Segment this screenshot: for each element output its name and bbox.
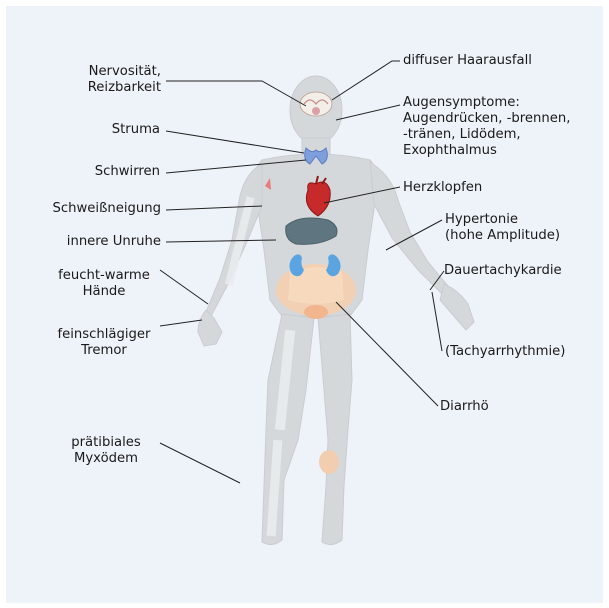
line-haarausfall — [332, 61, 400, 100]
line-augen — [336, 105, 400, 120]
label-feucht-warme-haende: feucht-warme Hände — [46, 268, 162, 300]
line-nervositaet — [166, 81, 306, 106]
line-haende — [160, 270, 208, 304]
label-nervositaet: Nervosität, Reizbarkeit — [88, 64, 161, 96]
label-diarrhoe: Diarrhö — [440, 399, 489, 415]
label-herzklopfen: Herzklopfen — [403, 180, 482, 196]
knee-patch — [319, 450, 339, 474]
label-augensymptome: Augensymptome: Augendrücken, -brennen, -… — [403, 95, 570, 159]
label-hypertonie: Hypertonie (hohe Amplitude) — [445, 212, 560, 244]
right-hand-shape — [198, 310, 222, 346]
line-tremor — [160, 320, 202, 326]
line-myxoedem — [160, 443, 240, 483]
bladder — [304, 305, 328, 319]
label-diffuser-haarausfall: diffuser Haarausfall — [403, 53, 532, 69]
line-unruhe — [166, 240, 276, 242]
left-leg-shape — [318, 314, 352, 545]
label-tachyarrhythmie: (Tachyarrhythmie) — [445, 344, 565, 360]
left-hand-shape — [440, 284, 474, 330]
brainstem — [312, 107, 320, 115]
line-struma — [166, 131, 304, 153]
label-feinschlaegiger-tremor: feinschlägiger Tremor — [44, 327, 164, 359]
label-innere-unruhe: innere Unruhe — [67, 234, 161, 250]
label-dauertachykardie: Dauertachykardie — [444, 263, 562, 279]
label-struma: Struma — [112, 122, 160, 138]
label-schwirren: Schwirren — [95, 164, 160, 180]
label-praetibiales-myxoedem: prätibiales Myxödem — [50, 435, 162, 467]
label-schweissneigung: Schweißneigung — [53, 201, 161, 217]
